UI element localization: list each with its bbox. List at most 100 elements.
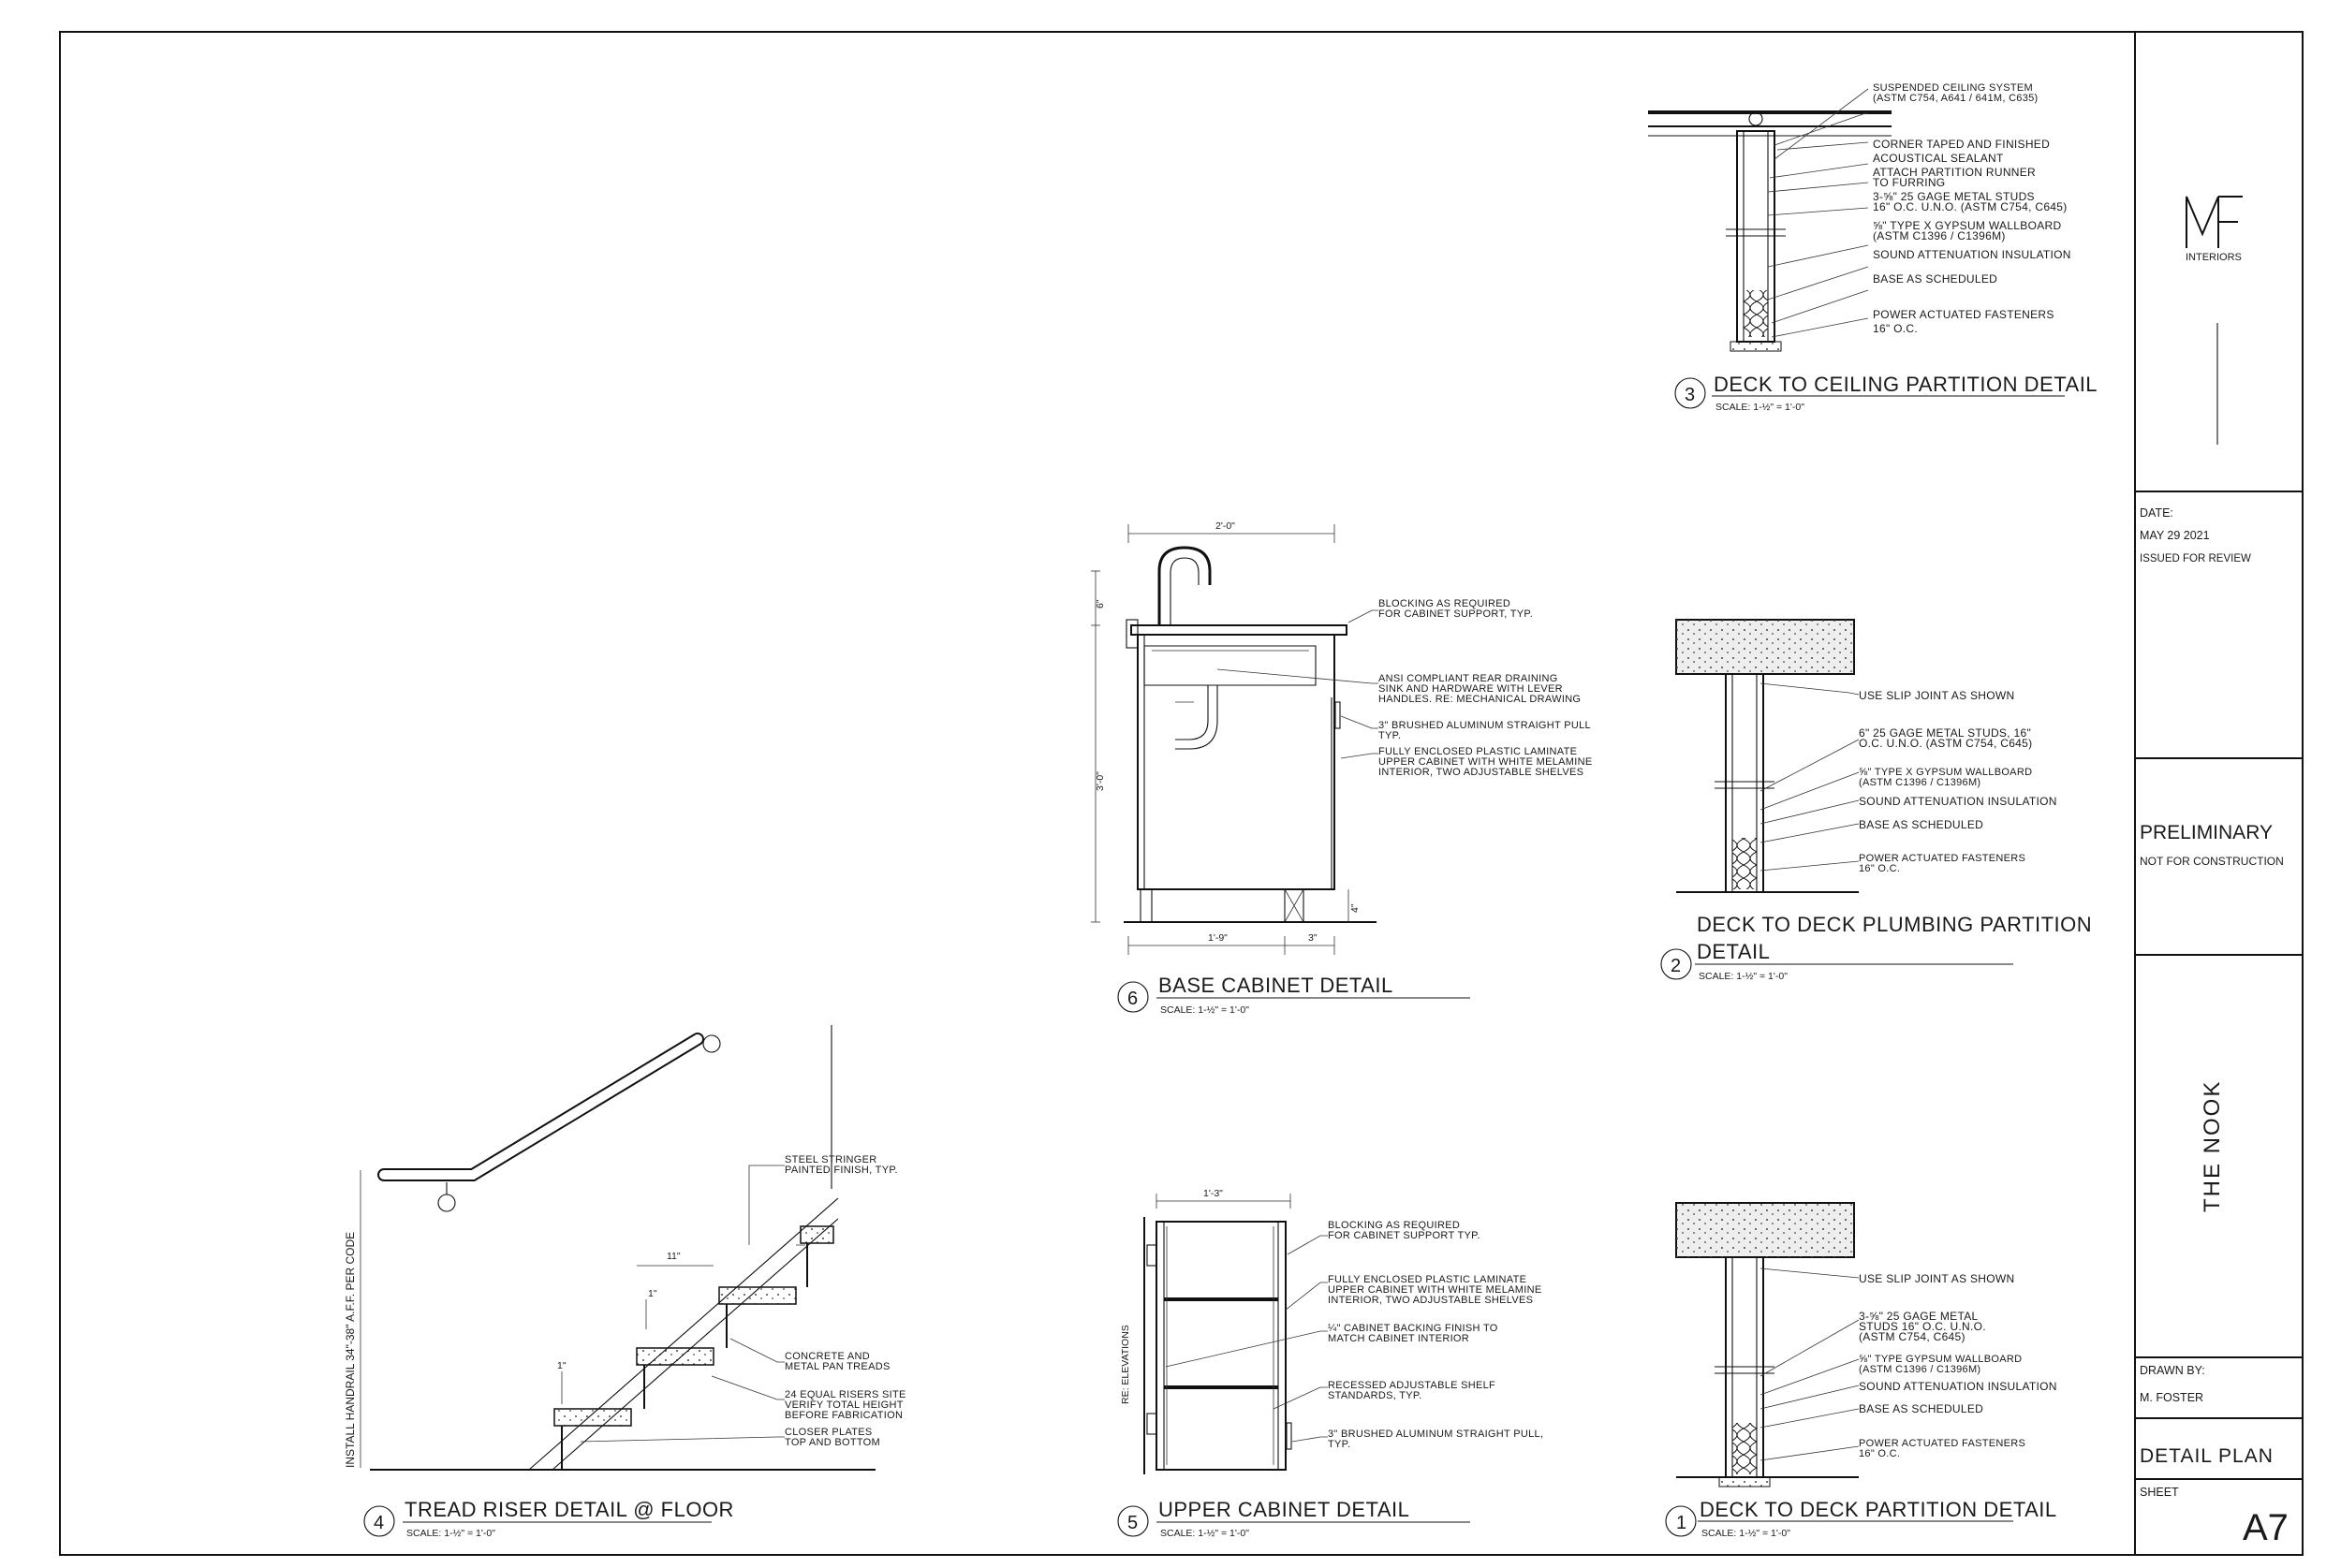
svg-text:⅝" TYPE X GYPSUM WALLBOARD: ⅝" TYPE X GYPSUM WALLBOARD — [1859, 767, 2032, 778]
svg-text:FULLY ENCLOSED PLASTIC LAMINAT: FULLY ENCLOSED PLASTIC LAMINATE — [1328, 1274, 1526, 1285]
svg-text:6: 6 — [1127, 989, 1138, 1009]
svg-text:6": 6" — [1095, 599, 1106, 608]
project-name: THE NOOK — [2200, 1080, 2225, 1212]
svg-text:SOUND ATTENUATION INSULATION: SOUND ATTENUATION INSULATION — [1859, 1380, 2057, 1393]
detail-1-notes: USE SLIP JOINT AS SHOWN 3-⅝" 25 GAGE MET… — [1859, 1272, 2057, 1459]
svg-text:1: 1 — [1676, 1513, 1686, 1533]
svg-text:STANDARDS, TYP.: STANDARDS, TYP. — [1328, 1390, 1421, 1401]
svg-text:BEFORE FABRICATION: BEFORE FABRICATION — [785, 1410, 903, 1421]
svg-text:DETAIL: DETAIL — [1697, 940, 1770, 963]
detail-5-notes: BLOCKING AS REQUIRED FOR CABINET SUPPORT… — [1328, 1220, 1543, 1450]
svg-text:1": 1" — [648, 1288, 657, 1299]
svg-text:TOP AND BOTTOM: TOP AND BOTTOM — [785, 1437, 880, 1448]
svg-text:3-⅝" 25 GAGE METAL STUDS: 3-⅝" 25 GAGE METAL STUDS — [1873, 190, 2035, 203]
detail-5-bubble — [1117, 1505, 1149, 1537]
svg-text:3" BRUSHED ALUMINUM STRAIGHT P: 3" BRUSHED ALUMINUM STRAIGHT PULL, — [1328, 1429, 1543, 1440]
svg-text:TYP.: TYP. — [1378, 730, 1401, 741]
svg-text:1'-9": 1'-9" — [1208, 932, 1228, 944]
handrail-height-note: INSTALL HANDRAIL 34"-38" A.F.F. PER CODE — [344, 1232, 357, 1468]
company-logo: INTERIORS — [2186, 196, 2243, 263]
svg-text:2: 2 — [1671, 956, 1681, 976]
svg-text:POWER ACTUATED FASTENERS: POWER ACTUATED FASTENERS — [1859, 1438, 2025, 1449]
drawn-by-label: DRAWN BY: — [2140, 1364, 2205, 1377]
detail-1-bubble — [1665, 1505, 1697, 1537]
re-elevations-note: RE: ELEVATIONS — [1120, 1325, 1131, 1404]
svg-text:1'-3": 1'-3" — [1203, 1188, 1223, 1199]
detail-5-scale: SCALE: 1-½" = 1'-0" — [1160, 1528, 1249, 1539]
svg-text:HANDLES. RE: MECHANICAL DRAWIN: HANDLES. RE: MECHANICAL DRAWING — [1378, 694, 1581, 705]
svg-text:(ASTM C1396 / C1396M): (ASTM C1396 / C1396M) — [1859, 1364, 1980, 1375]
svg-text:BASE AS SCHEDULED: BASE AS SCHEDULED — [1873, 272, 1997, 286]
svg-text:CLOSER PLATES: CLOSER PLATES — [785, 1427, 873, 1438]
detail-2-title: DECK TO DECK PLUMBING PARTITION — [1697, 913, 2092, 936]
date-value: MAY 29 2021 — [2140, 529, 2210, 542]
svg-text:16" O.C. U.N.O. (ASTM C754, C6: 16" O.C. U.N.O. (ASTM C754, C645) — [1873, 200, 2068, 213]
svg-text:SINK AND HARDWARE WITH LEVER: SINK AND HARDWARE WITH LEVER — [1378, 683, 1563, 695]
detail-3-scale: SCALE: 1-½" = 1'-0" — [1715, 402, 1804, 413]
date-label: DATE: — [2140, 506, 2173, 520]
detail-2-scale: SCALE: 1-½" = 1'-0" — [1699, 971, 1788, 982]
svg-text:MATCH CABINET INTERIOR: MATCH CABINET INTERIOR — [1328, 1333, 1469, 1344]
svg-text:BLOCKING AS REQUIRED: BLOCKING AS REQUIRED — [1378, 598, 1510, 609]
svg-text:BLOCKING AS REQUIRED: BLOCKING AS REQUIRED — [1328, 1220, 1460, 1231]
svg-text:FULLY ENCLOSED PLASTIC LAMINAT: FULLY ENCLOSED PLASTIC LAMINATE — [1378, 746, 1577, 757]
issue-status: ISSUED FOR REVIEW — [2140, 553, 2251, 564]
svg-text:(ASTM C1396 / C1396M): (ASTM C1396 / C1396M) — [1859, 777, 1980, 788]
detail-2-bubble — [1660, 948, 1692, 980]
detail-6-scale: SCALE: 1-½" = 1'-0" — [1160, 1004, 1249, 1016]
svg-text:USE SLIP JOINT AS SHOWN: USE SLIP JOINT AS SHOWN — [1859, 689, 2015, 702]
svg-text:VERIFY TOTAL HEIGHT: VERIFY TOTAL HEIGHT — [785, 1399, 904, 1411]
sheet-number: A7 — [2243, 1507, 2289, 1548]
svg-text:1": 1" — [557, 1360, 567, 1371]
detail-5-title: UPPER CABINET DETAIL — [1158, 1498, 1409, 1521]
svg-text:3" BRUSHED ALUMINUM STRAIGHT P: 3" BRUSHED ALUMINUM STRAIGHT PULL — [1378, 720, 1591, 731]
svg-text:O.C. U.N.O. (ASTM C754, C645): O.C. U.N.O. (ASTM C754, C645) — [1859, 737, 2032, 750]
detail-6-bubble — [1117, 981, 1149, 1013]
svg-text:⅝" TYPE X GYPSUM WALLBOARD: ⅝" TYPE X GYPSUM WALLBOARD — [1873, 219, 2061, 232]
detail-5-upper-cabinet: 1'-3" RE: ELEVATIONS BLOCKING AS REQUIRE… — [1117, 1188, 1543, 1539]
stamp-preliminary: PRELIMINARY — [2140, 822, 2273, 843]
detail-1-deck-to-deck: USE SLIP JOINT AS SHOWN 3-⅝" 25 GAGE MET… — [1665, 1202, 2057, 1539]
sheet-label: SHEET — [2140, 1486, 2179, 1499]
svg-text:INTERIOR, TWO ADJUSTABLE SHELV: INTERIOR, TWO ADJUSTABLE SHELVES — [1378, 767, 1583, 778]
svg-text:ANSI COMPLIANT REAR DRAINING: ANSI COMPLIANT REAR DRAINING — [1378, 673, 1558, 684]
detail-6-title: BASE CABINET DETAIL — [1158, 974, 1393, 997]
svg-text:POWER ACTUATED FASTENERS: POWER ACTUATED FASTENERS — [1873, 308, 2054, 321]
svg-text:TO FURRING: TO FURRING — [1873, 176, 1945, 189]
svg-text:(ASTM C1396 / C1396M): (ASTM C1396 / C1396M) — [1873, 229, 2006, 242]
svg-text:SOUND ATTENUATION INSULATION: SOUND ATTENUATION INSULATION — [1873, 248, 2071, 261]
svg-text:UPPER CABINET WITH WHITE MELAM: UPPER CABINET WITH WHITE MELAMINE — [1328, 1284, 1542, 1296]
detail-4-bubble — [363, 1505, 395, 1537]
logo-text: INTERIORS — [2186, 252, 2242, 263]
svg-text:3-⅝" 25 GAGE METAL: 3-⅝" 25 GAGE METAL — [1859, 1310, 1979, 1323]
detail-2-notes: USE SLIP JOINT AS SHOWN 6" 25 GAGE METAL… — [1859, 689, 2056, 874]
sheet-border — [59, 31, 2304, 1556]
svg-text:POWER ACTUATED FASTENERS: POWER ACTUATED FASTENERS — [1859, 853, 2025, 864]
svg-text:3": 3" — [1308, 932, 1318, 944]
title-block: INTERIORS DATE: MAY 29 2021 ISSUED FOR R… — [2135, 196, 2303, 1548]
detail-3-deck-to-ceiling: SUSPENDED CEILING SYSTEM (ASTM C754, A64… — [1648, 82, 2098, 413]
svg-text:BASE AS SCHEDULED: BASE AS SCHEDULED — [1859, 818, 1983, 831]
svg-text:STUDS 16" O.C. U.N.O.: STUDS 16" O.C. U.N.O. — [1859, 1320, 1986, 1333]
svg-text:STEEL STRINGER: STEEL STRINGER — [785, 1154, 877, 1165]
detail-4-title: TREAD RISER DETAIL @ FLOOR — [405, 1498, 734, 1521]
svg-text:4: 4 — [374, 1513, 384, 1533]
svg-text:UPPER CABINET WITH WHITE MELAM: UPPER CABINET WITH WHITE MELAMINE — [1378, 756, 1593, 768]
detail-6-notes: BLOCKING AS REQUIRED FOR CABINET SUPPORT… — [1378, 598, 1593, 778]
svg-text:TYP.: TYP. — [1328, 1439, 1350, 1450]
detail-3-notes: SUSPENDED CEILING SYSTEM (ASTM C754, A64… — [1873, 82, 2071, 335]
svg-text:FOR CABINET SUPPORT, TYP.: FOR CABINET SUPPORT, TYP. — [1378, 608, 1533, 620]
detail-3-bubble — [1674, 377, 1706, 409]
svg-text:ATTACH PARTITION RUNNER: ATTACH PARTITION RUNNER — [1873, 166, 2036, 179]
drawn-by-value: M. FOSTER — [2140, 1391, 2203, 1404]
svg-text:16" O.C.: 16" O.C. — [1859, 1448, 1900, 1459]
svg-text:¼" CABINET BACKING FINISH TO: ¼" CABINET BACKING FINISH TO — [1328, 1323, 1498, 1334]
svg-text:USE SLIP JOINT AS SHOWN: USE SLIP JOINT AS SHOWN — [1859, 1272, 2015, 1285]
detail-2-plumbing-partition: USE SLIP JOINT AS SHOWN 6" 25 GAGE METAL… — [1660, 619, 2092, 982]
svg-text:ACOUSTICAL SEALANT: ACOUSTICAL SEALANT — [1873, 152, 2004, 165]
detail-4-notes: STEEL STRINGER PAINTED FINISH, TYP. CONC… — [785, 1154, 905, 1448]
svg-text:(ASTM C754, A641 / 641M, C635): (ASTM C754, A641 / 641M, C635) — [1873, 93, 2039, 104]
sheet-title: DETAIL PLAN — [2140, 1445, 2274, 1467]
svg-text:BASE AS SCHEDULED: BASE AS SCHEDULED — [1859, 1402, 1983, 1415]
svg-text:(ASTM C754, C645): (ASTM C754, C645) — [1859, 1330, 1966, 1343]
